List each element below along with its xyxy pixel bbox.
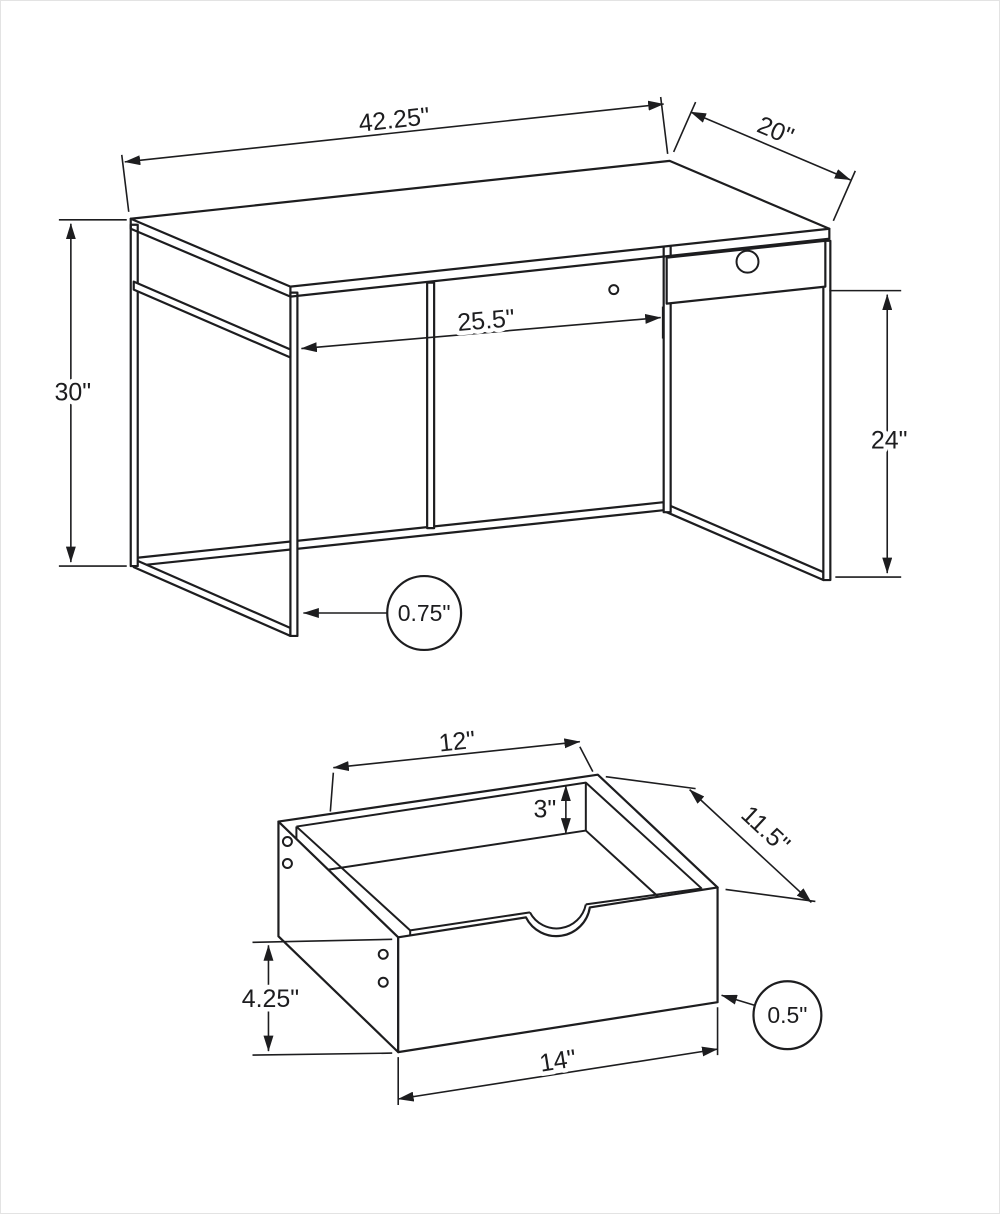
drawer-figure: 12" 3" 11.5" 4.25" 0.5" 14": [237, 726, 823, 1106]
dim-line-drawer-inner-width: [332, 738, 581, 772]
extension-lines-clearance-height: [829, 289, 902, 578]
desk-leg-front-right: [822, 239, 832, 582]
desk-leg-front-left: [289, 291, 299, 638]
dim-line-drawer-outer-width: [397, 1046, 719, 1102]
dim-line-knee-width: [300, 313, 662, 353]
dim-label-desk-width: 42.25": [357, 102, 431, 137]
dim-line-drawer-side-depth: [689, 789, 812, 903]
dim-label-drawer-front-height: 4.25": [242, 985, 299, 1013]
desk-back-stretcher: [132, 501, 665, 568]
dim-label-desk-height: 30": [55, 378, 92, 406]
desk-screw-cap: [608, 284, 620, 296]
callout-circle-thickness: [752, 980, 823, 1051]
dim-label-desk-depth: 20": [753, 111, 798, 151]
drawer-notch-inner-arc: [529, 904, 587, 930]
drawer-left-side: [277, 820, 400, 1054]
desk-left-top-rail: [132, 280, 292, 359]
drawer-screw-hole: [377, 948, 389, 960]
dim-line-desk-width: [124, 100, 665, 166]
drawer-screw-hole: [281, 836, 293, 848]
drawer-front-panel: [397, 886, 719, 1054]
desk-center-post: [426, 281, 436, 530]
extension-lines-drawer-front-height: [252, 938, 393, 1056]
extension-lines-drawer-inner-width: [329, 746, 594, 812]
callout-circle-tube: [386, 574, 463, 652]
desk-figure: 42.25" 20" 30" 25.5" 24" 0.75": [50, 96, 912, 652]
dim-label-clearance-height: 24": [871, 426, 908, 454]
dim-line-desk-depth: [690, 111, 851, 181]
dim-label-drawer-side-depth: 11.5": [736, 800, 796, 858]
drawer-inner-rim: [295, 781, 703, 932]
dim-label-drawer-inner-width: 12": [437, 726, 476, 758]
leader-line-thickness: [721, 994, 755, 1006]
desk-leg-back-left: [129, 223, 139, 568]
dim-label-drawer-inner-depth: 3": [534, 796, 557, 824]
drawer-outer-rim: [277, 773, 719, 889]
desk-top-thickness-edges: [129, 217, 831, 298]
desk-right-bottom-rail: [665, 503, 825, 582]
desk-left-bottom-rail: [132, 557, 292, 638]
dim-label-knee-width: 25.5": [456, 304, 516, 337]
drawer-screw-hole: [281, 857, 293, 869]
dim-label-drawer-outer-width: 14": [538, 1044, 578, 1077]
extension-lines-desk-depth: [672, 101, 857, 222]
dim-label-tube: 0.75": [398, 600, 451, 626]
dim-label-thickness: 0.5": [767, 1002, 807, 1028]
extension-lines-desk-height: [58, 218, 127, 567]
drawer-screw-hole: [377, 976, 389, 988]
desk-drawer-finger-hole: [735, 249, 760, 274]
